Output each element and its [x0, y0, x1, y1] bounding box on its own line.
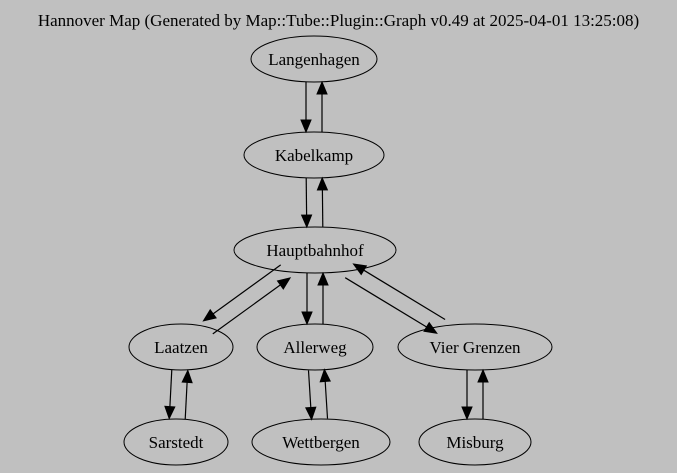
arrowhead: [202, 308, 217, 322]
arrowhead: [181, 369, 193, 384]
edge-sarstedt-to-laatzen: [181, 369, 193, 420]
station-label: Kabelkamp: [275, 146, 353, 165]
station-ellipse: [128, 323, 234, 371]
edge-langenhagen-to-kabelkamp: [300, 82, 312, 134]
edge-hauptbahnhof-to-laatzen: [202, 264, 282, 322]
arrowhead: [301, 311, 313, 326]
arrowhead: [305, 406, 317, 421]
edge-hauptbahnhof-to-kabelkamp: [316, 176, 329, 227]
edge-line: [324, 381, 329, 419]
station-label: Laatzen: [154, 338, 208, 357]
station-label: Allerweg: [283, 338, 347, 357]
edge-line: [184, 382, 188, 420]
edge-allerweg-to-hauptbahnhof: [317, 271, 329, 324]
station-ellipse: [256, 323, 374, 371]
station-node-vier-grenzen: Vier Grenzen: [397, 323, 553, 371]
edge-vier-grenzen-to-misburg: [461, 370, 473, 421]
edge-allerweg-to-wettbergen: [305, 370, 317, 421]
station-node-laatzen: Laatzen: [128, 323, 234, 371]
station-label: Vier Grenzen: [429, 338, 521, 357]
station-node-sarstedt: Sarstedt: [123, 418, 229, 466]
arrowhead: [316, 80, 328, 95]
station-label: Sarstedt: [149, 433, 204, 452]
station-node-wettbergen: Wettbergen: [251, 418, 391, 466]
arrowhead: [477, 368, 489, 383]
arrowhead: [300, 119, 312, 134]
station-node-hauptbahnhof: Hauptbahnhof: [233, 226, 397, 274]
station-node-langenhagen: Langenhagen: [250, 35, 378, 83]
station-node-kabelkamp: Kabelkamp: [243, 131, 385, 179]
station-ellipse: [233, 226, 397, 274]
station-label: Wettbergen: [282, 433, 360, 452]
edge-kabelkamp-to-langenhagen: [316, 80, 328, 132]
station-ellipse: [251, 418, 391, 466]
graph-title: Hannover Map (Generated by Map::Tube::Pl…: [38, 11, 639, 30]
station-ellipse: [250, 35, 378, 83]
edge-wettbergen-to-allerweg: [319, 368, 331, 419]
arrowhead: [164, 405, 176, 420]
arrowhead: [461, 406, 473, 421]
arrowhead: [300, 214, 313, 229]
edge-kabelkamp-to-hauptbahnhof: [300, 178, 313, 229]
edge-laatzen-to-hauptbahnhof: [212, 277, 292, 335]
edge-line: [363, 269, 446, 321]
edge-misburg-to-vier-grenzen: [477, 368, 489, 419]
arrowhead: [316, 176, 329, 191]
edge-line: [169, 369, 173, 407]
edge-line: [307, 370, 312, 408]
arrowhead: [319, 368, 331, 383]
station-label: Misburg: [446, 433, 504, 452]
station-ellipse: [397, 323, 553, 371]
station-ellipse: [418, 418, 532, 466]
edge-hauptbahnhof-to-allerweg: [301, 273, 313, 326]
station-label: Langenhagen: [268, 50, 360, 69]
edge-line: [344, 277, 427, 328]
station-ellipse: [243, 131, 385, 179]
station-node-misburg: Misburg: [418, 418, 532, 466]
edge-line: [212, 264, 282, 315]
arrowhead: [276, 277, 292, 290]
arrowhead: [317, 271, 329, 286]
station-ellipse: [123, 418, 229, 466]
edge-line: [212, 284, 281, 335]
edge-laatzen-to-sarstedt: [164, 369, 176, 420]
station-label: Hauptbahnhof: [266, 241, 364, 260]
edges-layer: [164, 80, 489, 421]
station-node-allerweg: Allerweg: [256, 323, 374, 371]
